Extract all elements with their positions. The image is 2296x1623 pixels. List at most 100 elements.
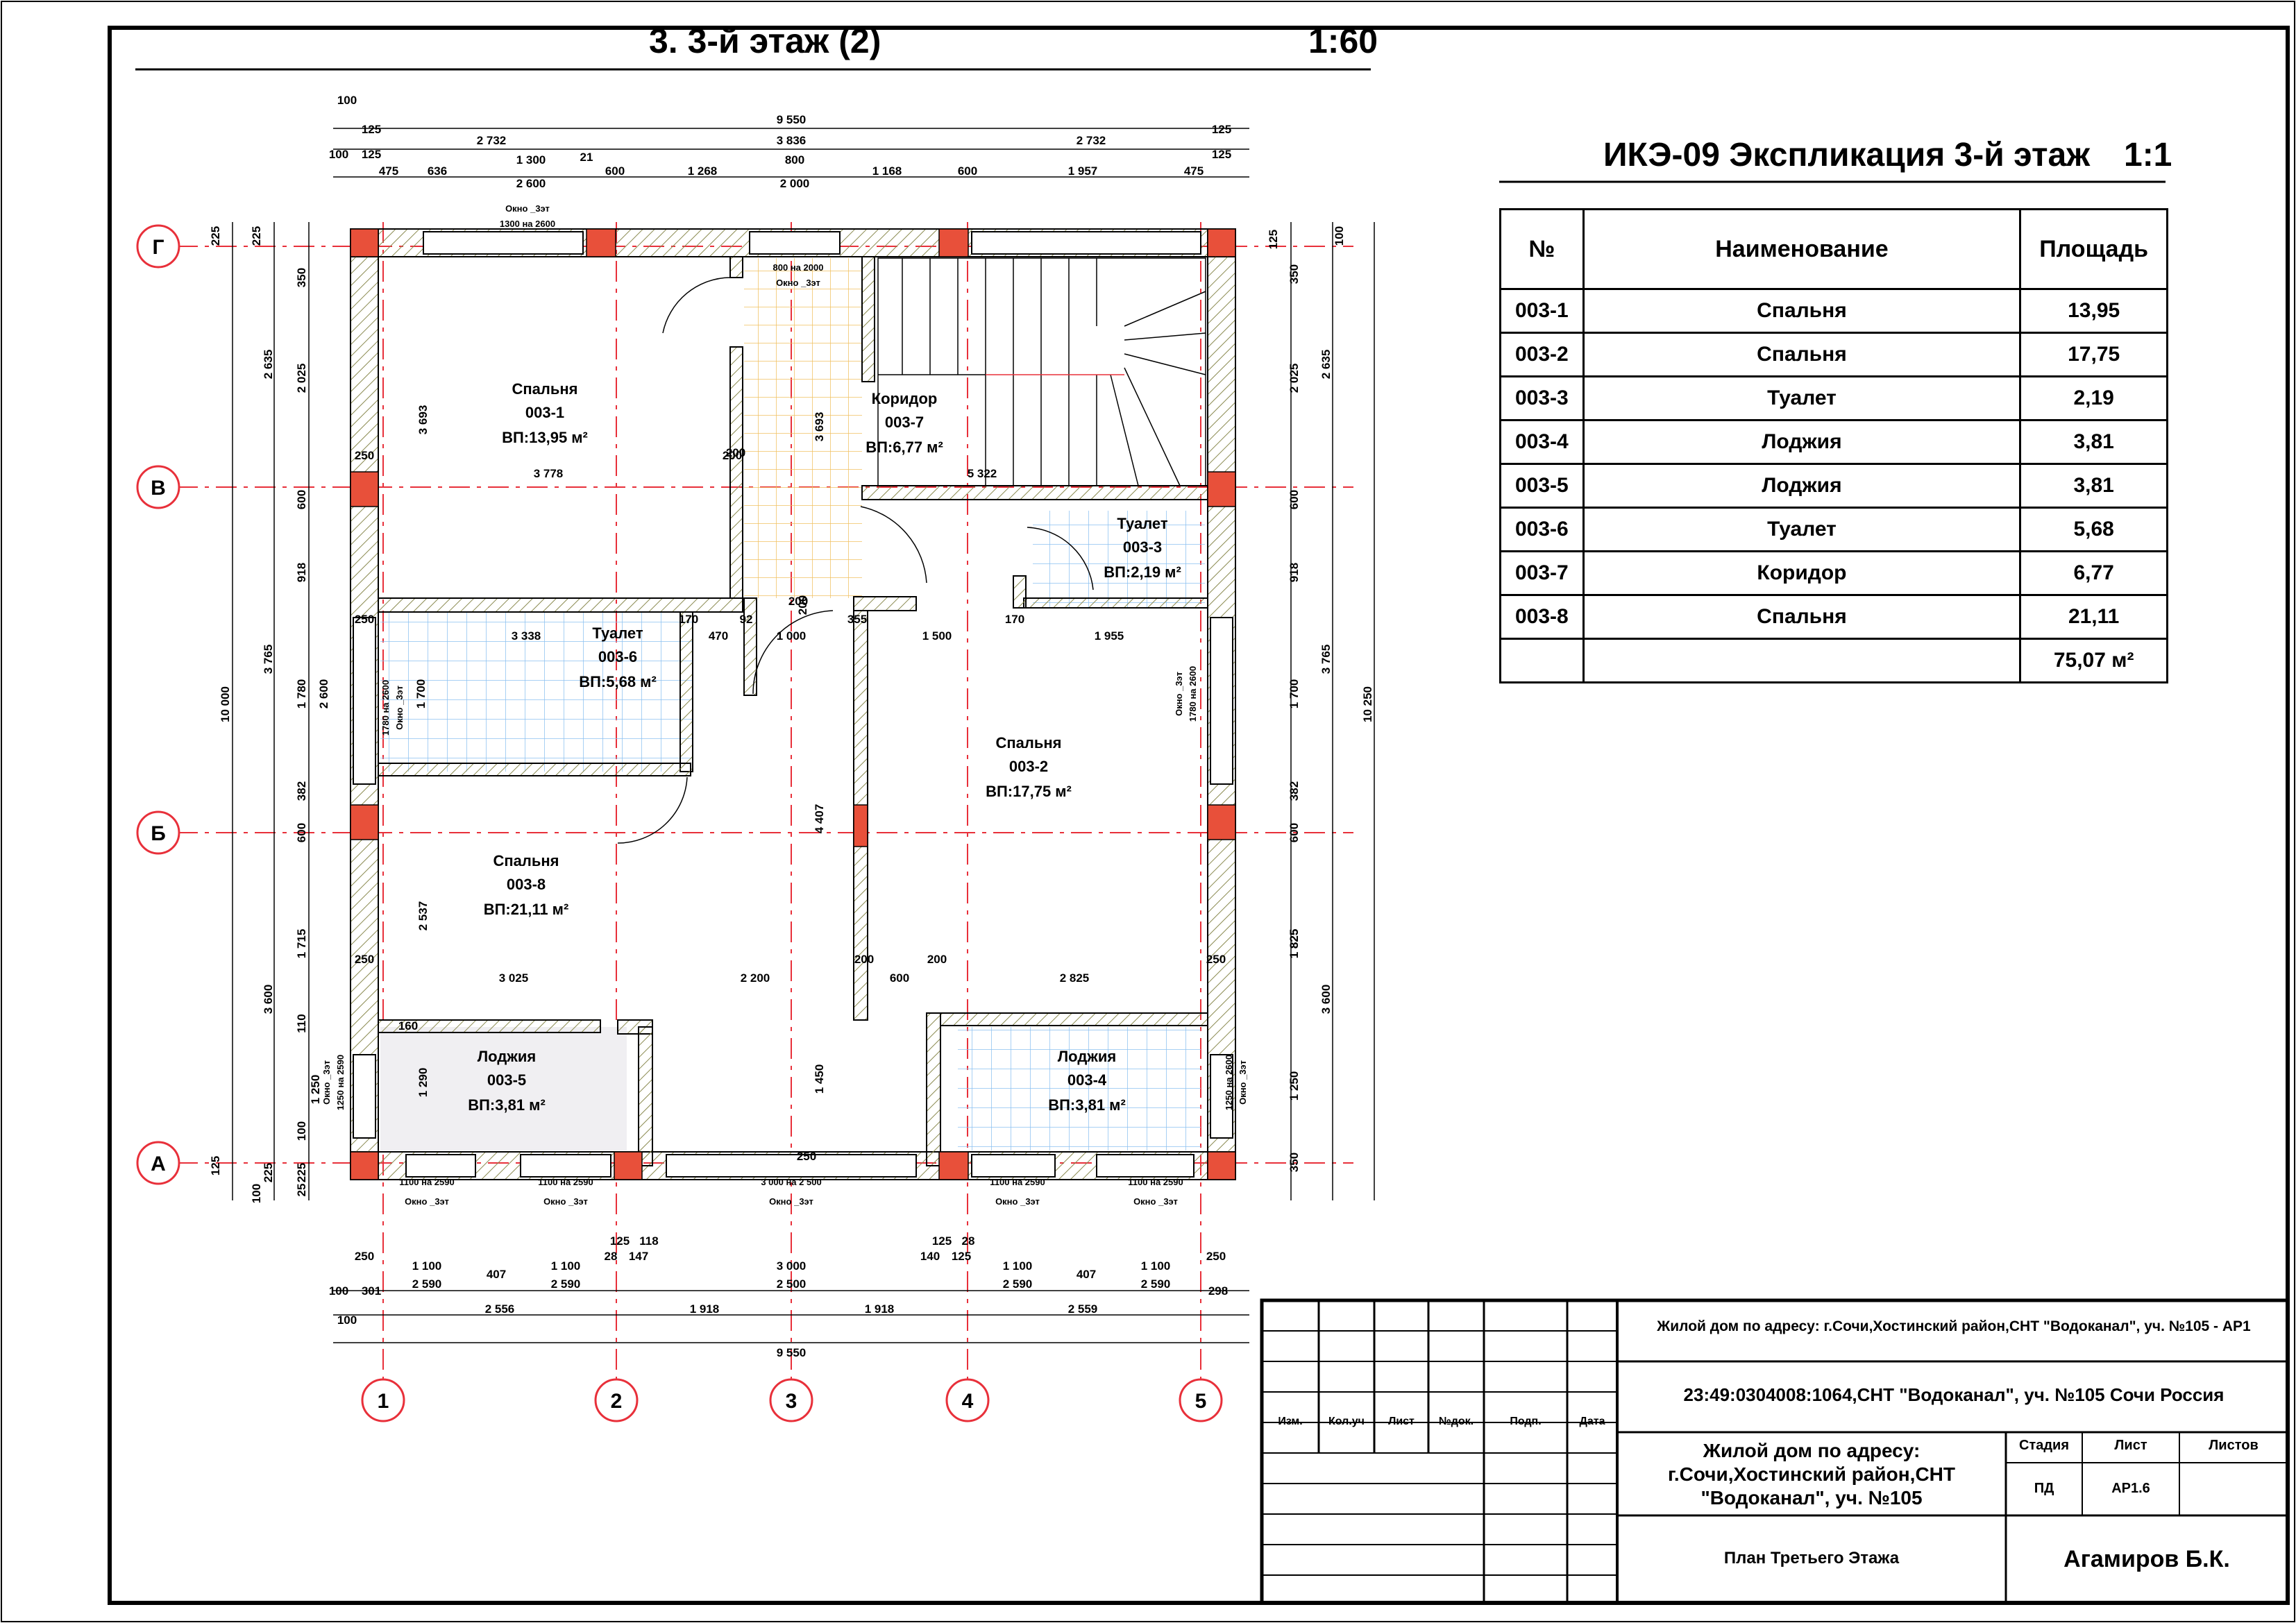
loggia-4-tiles <box>958 1027 1201 1150</box>
dim-text: 2 556 <box>485 1302 515 1316</box>
window-label: Окно _3эт <box>394 686 405 730</box>
explication-title: ИКЭ-09 Экспликация 3-й этаж <box>1603 137 2091 173</box>
dim-text: 9 550 <box>777 1346 807 1359</box>
stage-value: ПД <box>2034 1481 2054 1496</box>
dim-text: 1 700 <box>414 679 428 709</box>
dim-text: 147 <box>629 1250 648 1263</box>
axis-label: В <box>151 477 166 500</box>
dim-text: 2 635 <box>1319 350 1333 380</box>
total-area: 75,07 м² <box>2019 638 2168 683</box>
room-name: Лоджия <box>478 1048 537 1065</box>
dim-text: 5 322 <box>968 467 997 480</box>
dim-text: 1 955 <box>1095 629 1124 643</box>
dim-text: 2 025 <box>1288 364 1301 393</box>
window-label: Окно _3эт <box>995 1196 1040 1207</box>
col-label: Подп. <box>1510 1416 1542 1427</box>
inner-dimensions: 3 693 3 778 200 250 3 693 5 322 250 3 33… <box>355 405 1301 1163</box>
title-block <box>1260 1298 2290 1605</box>
frame <box>108 26 2290 1605</box>
project-code: Жилой дом по адресу: г.Сочи,Хостинский р… <box>1657 1318 2251 1334</box>
dim-text: 800 <box>785 153 804 167</box>
room-area: ВП:5,68 м² <box>579 673 657 690</box>
dim-text: 250 <box>355 449 374 462</box>
left-dimensions: 10 000 225 2 635 3 765 3 600 225 225 350… <box>209 226 330 1203</box>
window-label: 1780 на 2600 <box>1188 666 1198 722</box>
room-area: ВП:13,95 м² <box>502 429 588 446</box>
room-area: ВП:3,81 м² <box>1048 1096 1126 1114</box>
column-header: Площадь <box>2019 208 2168 290</box>
window-label: 3 000 на 2 500 <box>761 1177 821 1187</box>
dim-text: 1 100 <box>1003 1259 1033 1273</box>
axis-label: 1 <box>378 1390 389 1413</box>
col-label: Лист <box>1388 1416 1415 1427</box>
dim-text: 200 <box>788 595 808 608</box>
dim-text: 125 <box>610 1234 630 1248</box>
dim-text: 28 <box>962 1234 975 1248</box>
dim-text: 100 <box>337 94 357 107</box>
dim-text: 600 <box>295 823 308 842</box>
dim-text: 2 635 <box>262 350 275 380</box>
col-label: Дата <box>1579 1416 1605 1427</box>
dim-text: 110 <box>295 1014 308 1033</box>
dim-text: 4 407 <box>813 804 826 834</box>
door-swings <box>617 277 1094 844</box>
room-number: 003-7 <box>885 414 924 431</box>
dim-text: 1 300 <box>516 153 546 167</box>
dim-text: 1 715 <box>295 929 308 959</box>
table-total-row: 75,07 м² <box>1499 638 2168 683</box>
room-number: 003-6 <box>598 648 637 665</box>
dim-text: 125 <box>932 1234 952 1248</box>
dim-text: 100 <box>1333 226 1346 246</box>
window-label: Окно _3эт <box>543 1196 588 1207</box>
room-name: Спальня <box>995 734 1061 751</box>
window-label: 1100 на 2590 <box>1128 1177 1183 1187</box>
dim-text: 2 590 <box>551 1277 581 1291</box>
dim-text: 3 693 <box>416 405 430 435</box>
stage-label: Стадия <box>2018 1438 2070 1453</box>
dim-text: 125 <box>952 1250 971 1263</box>
dim-text: 250 <box>1206 953 1226 966</box>
dim-text: 1 825 <box>1288 929 1301 959</box>
room-number: 003-5 <box>487 1071 526 1089</box>
window-label: 800 на 2000 <box>773 262 824 273</box>
dim-text: 170 <box>1005 613 1024 626</box>
room-area: ВП:6,77 м² <box>866 439 943 456</box>
dim-text: 100 <box>295 1121 308 1141</box>
dim-text: 2 500 <box>777 1277 807 1291</box>
sheets-label: Листов <box>2209 1438 2259 1453</box>
col-label: №док. <box>1438 1416 1474 1427</box>
dim-text: 350 <box>295 268 308 287</box>
dim-text: 3 025 <box>499 971 529 985</box>
dim-text: 1 918 <box>865 1302 895 1316</box>
dim-text: 3 765 <box>1319 645 1333 674</box>
dim-text: 2 590 <box>412 1277 442 1291</box>
dim-text: 2 559 <box>1068 1302 1098 1316</box>
window-label: Окно _3эт <box>505 203 550 214</box>
dim-text: 3 600 <box>1319 985 1333 1014</box>
dim-text: 9 550 <box>777 113 807 126</box>
dim-text: 200 <box>927 953 947 966</box>
room-number: 003-3 <box>1123 538 1162 556</box>
dim-text: 600 <box>890 971 909 985</box>
dim-text: 1 100 <box>412 1259 442 1273</box>
room-area: ВП:17,75 м² <box>986 783 1072 800</box>
dim-text: 170 <box>679 613 698 626</box>
axis-labels: Г В Б А 1 2 3 4 5 <box>151 236 1206 1413</box>
dim-text: 470 <box>709 629 728 643</box>
dim-text: 301 <box>362 1284 381 1298</box>
dim-text: 355 <box>847 613 867 626</box>
axis-bubbles <box>136 224 1223 1422</box>
columns <box>350 228 1236 1180</box>
dim-text: 382 <box>295 781 308 801</box>
window-label: 1100 на 2590 <box>990 1177 1045 1187</box>
toilet-3-tiles <box>1033 511 1205 608</box>
dim-text: 1 825 <box>1288 929 1301 959</box>
col-label: Кол.уч <box>1328 1416 1365 1427</box>
dim-text: 250 <box>355 953 374 966</box>
